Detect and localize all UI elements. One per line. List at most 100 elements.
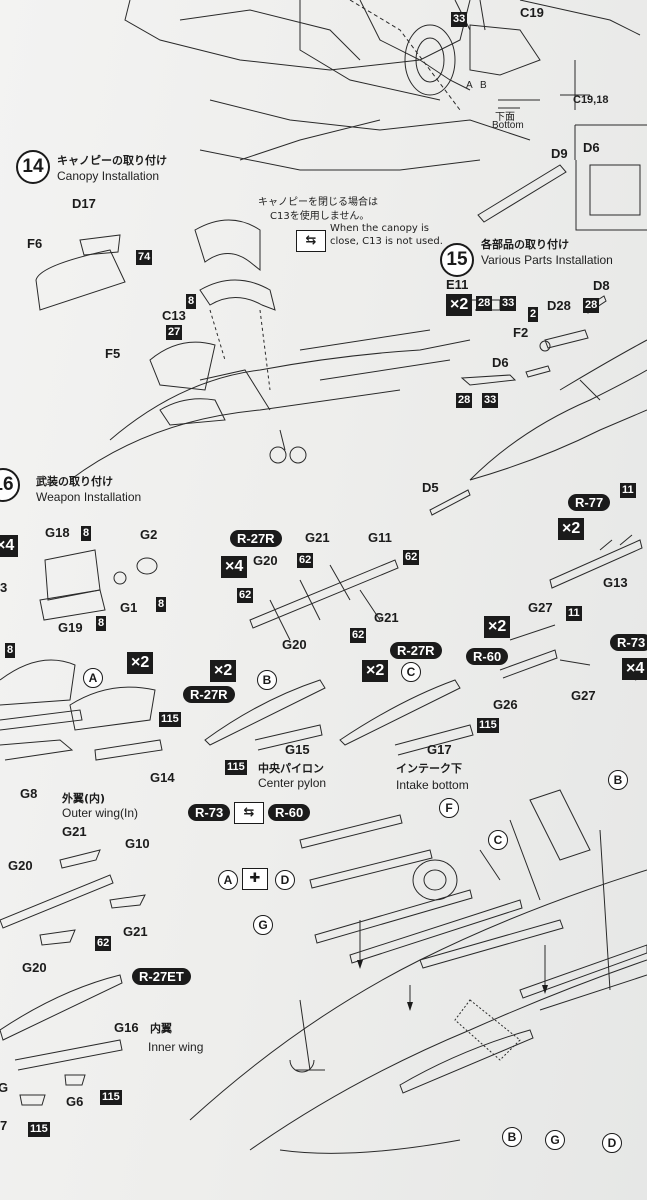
color-tag-28: 28 <box>456 393 473 408</box>
part-d5-label: D5 <box>422 480 439 495</box>
part-g21-label: G21 <box>305 530 330 545</box>
color-tag-62: 62 <box>95 936 112 951</box>
position-marker-f: F <box>439 798 459 818</box>
qty-x2: ×2 <box>127 652 154 674</box>
part-g6-label: G6 <box>66 1094 84 1109</box>
color-tag-115: 115 <box>159 712 181 727</box>
color-tag-28: 28 <box>583 298 600 313</box>
d9-part-outline <box>477 164 567 223</box>
part-d6-top-label: D6 <box>583 140 600 155</box>
part-g21-label: G21 <box>374 610 399 625</box>
color-tag-33: 33 <box>500 296 517 311</box>
part-c19-label: C19 <box>520 5 544 20</box>
color-tag-115: 115 <box>100 1090 122 1105</box>
center-pylon-en: Center pylon <box>258 776 327 790</box>
arrow-marker-a: A <box>466 80 473 91</box>
color-tag-62: 62 <box>237 588 254 603</box>
part-g26-label: G26 <box>493 697 518 712</box>
missile-r73-edge: R-73 <box>610 634 647 651</box>
part-g21-label: G21 <box>62 824 87 839</box>
part-g14-label: G14 <box>150 770 175 785</box>
step-14-number: 14 <box>16 150 50 184</box>
part-g8-label: G8 <box>20 786 38 801</box>
outer-wing-jp: 外翼(内) <box>62 792 106 805</box>
partial-part-7: 7 <box>0 1118 8 1133</box>
step-16-title-en: Weapon Installation <box>36 490 142 504</box>
position-marker-d: D <box>275 870 295 890</box>
color-tag-8: 8 <box>5 643 16 658</box>
part-g1-label: G1 <box>120 600 138 615</box>
part-d17-label: D17 <box>72 196 96 211</box>
color-tag-27: 27 <box>166 325 183 340</box>
part-g27-label: G27 <box>528 600 553 615</box>
bottom-en-label: Bottom <box>492 120 524 131</box>
center-pylon-jp: 中央パイロン <box>258 762 324 775</box>
color-tag-62: 62 <box>403 550 420 565</box>
position-cross-icon: ✚ <box>242 868 268 890</box>
part-d9-label: D9 <box>551 146 568 161</box>
color-tag-11: 11 <box>620 483 636 498</box>
qty-x2-r77: ×2 <box>558 518 585 540</box>
weapon-drawings <box>0 549 647 1106</box>
position-marker-g: G <box>545 1130 565 1150</box>
position-marker-g: G <box>253 915 273 935</box>
part-c13-label: C13 <box>162 308 186 323</box>
part-g13-label: G13 <box>603 575 628 590</box>
part-g20-label: G20 <box>22 960 47 975</box>
position-marker-d: D <box>602 1133 622 1153</box>
nose-drawing <box>429 295 647 516</box>
color-tag-8: 8 <box>186 294 197 309</box>
part-c19-18-label: C19,18 <box>573 94 609 106</box>
part-d8-label: D8 <box>593 278 610 293</box>
canopy-note-jp-2: C13を使用しません。 <box>270 211 370 222</box>
part-g2-label: G2 <box>140 527 158 542</box>
color-tag-115: 115 <box>28 1122 50 1137</box>
color-tag-33: 33 <box>482 393 499 408</box>
inner-wing-en: Inner wing <box>148 1040 204 1054</box>
outer-wing-en: Outer wing(In) <box>62 806 139 820</box>
missile-r27r-right: R-27R <box>390 642 442 659</box>
step-15-number: 15 <box>440 243 474 277</box>
partial-part-g: G <box>0 1080 9 1095</box>
bottom-jp-label: 下面 <box>495 112 515 123</box>
missile-r60: R-60 <box>466 648 509 665</box>
qty-x2: ×2 <box>210 660 237 682</box>
position-marker-a: A <box>83 668 103 688</box>
part-d28-label: D28 <box>547 298 571 313</box>
position-marker-b: B <box>257 670 277 690</box>
position-marker-c: C <box>401 662 421 682</box>
color-tag-115: 115 <box>477 718 499 733</box>
position-marker-b: B <box>608 770 628 790</box>
qty-x2-e11: ×2 <box>446 294 473 316</box>
arrow-marker-b: B <box>480 80 487 91</box>
part-g21-label: G21 <box>123 924 148 939</box>
step-15-title-jp: 各部品の取り付け <box>481 238 569 251</box>
color-tag-8: 8 <box>81 526 92 541</box>
swap-icon: ⇆ <box>296 230 326 252</box>
r77-missile-outline <box>549 539 643 589</box>
color-tag-62: 62 <box>297 553 314 568</box>
missile-r27r-top: R-27R <box>230 530 282 547</box>
part-g20-label: G20 <box>282 637 307 652</box>
canopy-drawing <box>35 219 471 481</box>
part-g17-label: G17 <box>427 742 452 757</box>
intake-bottom-en: Intake bottom <box>396 778 469 792</box>
color-tag-8: 8 <box>156 597 167 612</box>
canopy-note-en-1: When the canopy is <box>330 223 429 234</box>
part-f2-label: F2 <box>513 325 529 340</box>
part-d6-label: D6 <box>492 355 509 370</box>
missile-r77: R-77 <box>568 494 611 511</box>
missile-r27et: R-27ET <box>132 968 191 985</box>
qty-x4-edge: ×4 <box>622 658 647 680</box>
part-e11-label: E11 <box>446 277 469 292</box>
part-f5-label: F5 <box>105 346 121 361</box>
canopy-note-en-2: close, C13 is not used. <box>330 236 443 247</box>
missile-r73-swap: R-73 <box>188 804 231 821</box>
part-g27-label: G27 <box>571 688 596 703</box>
color-tag-115: 115 <box>225 760 247 775</box>
qty-x2: ×2 <box>362 660 389 682</box>
step-15-title-en: Various Parts Installation <box>481 253 613 267</box>
color-tag-8: 8 <box>96 616 107 631</box>
